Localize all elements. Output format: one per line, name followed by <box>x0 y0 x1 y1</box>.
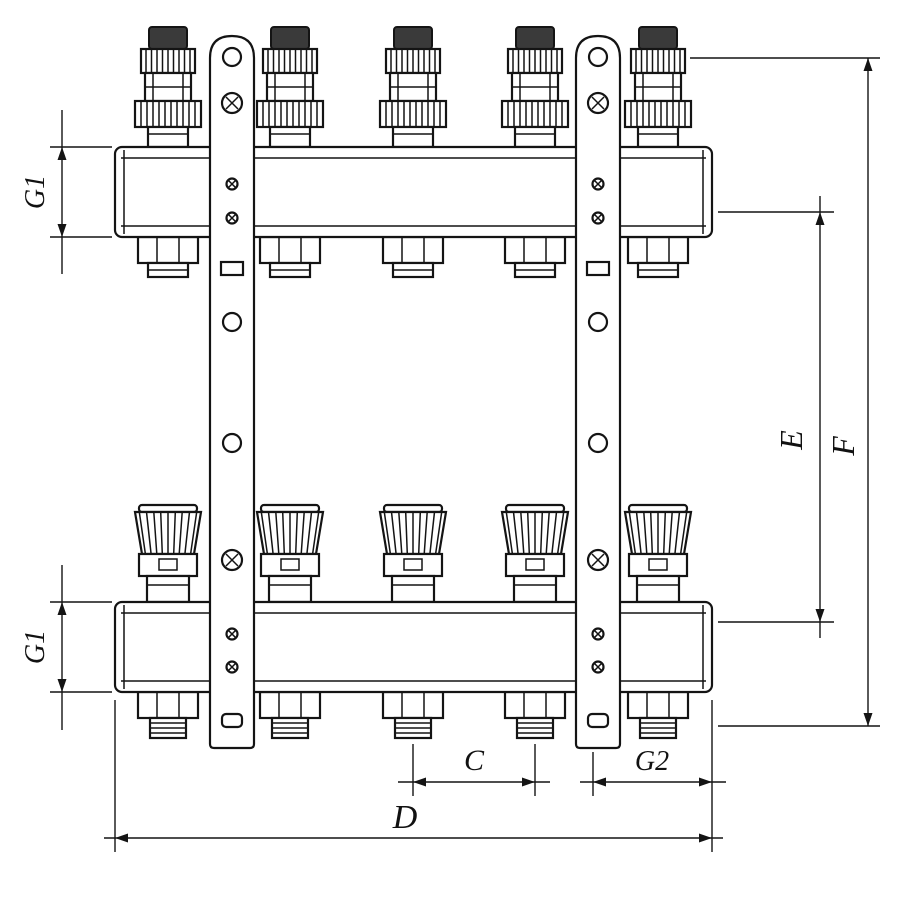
mounting-bracket-left <box>208 34 256 750</box>
dim-g1-bottom: G1 <box>20 565 112 730</box>
arrowhead <box>522 777 535 787</box>
arrowhead <box>57 602 67 615</box>
dim-label-g1-bottom: G1 <box>20 630 51 664</box>
arrowhead <box>699 777 712 787</box>
arrowhead <box>699 833 712 843</box>
dim-d: D <box>104 700 723 852</box>
dim-label-f: F <box>825 436 861 457</box>
dim-g2: G2 <box>580 746 726 796</box>
arrowhead <box>863 713 873 726</box>
union-nut-4 <box>503 235 567 279</box>
arrowhead <box>815 212 825 225</box>
union-nut-5 <box>626 235 690 279</box>
dim-c: C <box>398 744 550 796</box>
arrowhead <box>57 147 67 160</box>
arrowhead <box>57 224 67 237</box>
dim-f: F <box>690 57 880 727</box>
dim-label-d: D <box>392 799 418 836</box>
dim-label-g2: G2 <box>635 746 669 777</box>
arrowhead <box>815 609 825 622</box>
arrowhead <box>863 58 873 71</box>
top-manifold-body <box>113 145 714 239</box>
dim-label-e: E <box>773 430 809 451</box>
dim-label-c: C <box>464 744 485 777</box>
dim-g1-top: G1 <box>20 110 112 274</box>
arrowhead <box>115 833 128 843</box>
union-nut-2 <box>258 235 322 279</box>
arrowhead <box>593 777 606 787</box>
union-nut-1 <box>136 235 200 279</box>
dim-label-g1-top: G1 <box>20 175 51 209</box>
mounting-bracket-right <box>574 34 622 750</box>
bottom-manifold-body <box>113 600 714 694</box>
arrowhead <box>413 777 426 787</box>
dim-e: E <box>718 196 834 638</box>
union-nut-3 <box>381 235 445 279</box>
arrowhead <box>57 679 67 692</box>
